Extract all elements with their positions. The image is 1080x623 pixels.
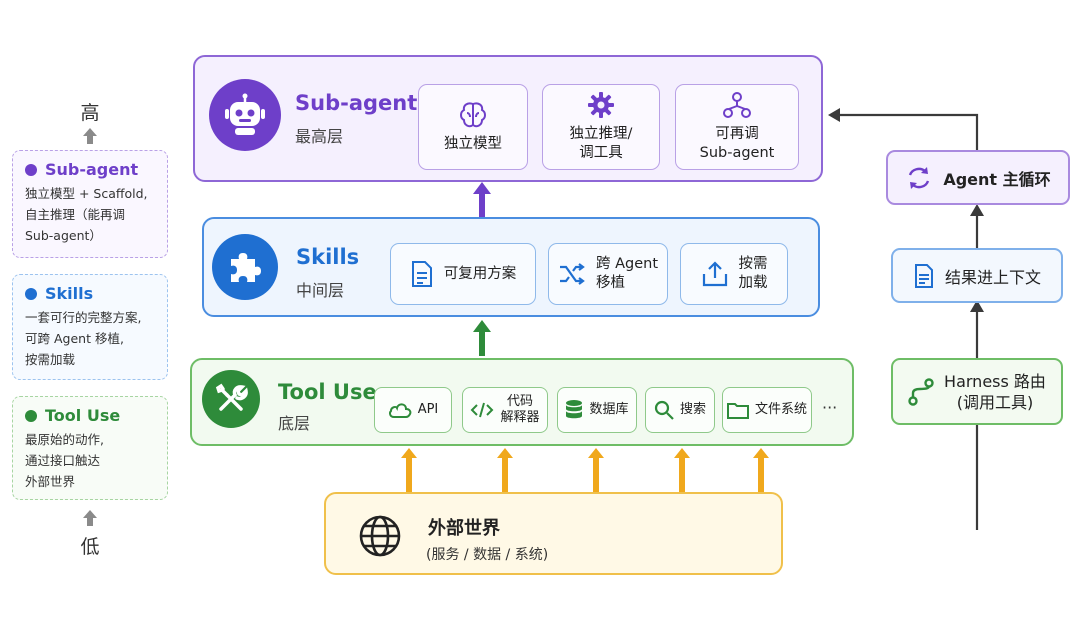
skills-subtitle: 中间层 <box>296 281 345 300</box>
gear-icon <box>588 92 614 118</box>
tool-label: 文件系统 <box>754 402 807 417</box>
up-arrow-icon <box>83 510 97 526</box>
tool-label: 搜索 <box>679 402 706 417</box>
purple-dot-icon <box>25 163 37 176</box>
sub-agent-layer: Sub-agent 最高层 独立模型 独立推理/ 调工具 可再调 Sub-age… <box>193 55 823 182</box>
globe-icon <box>359 515 401 557</box>
card-label: 可再调 Sub-agent <box>699 126 775 161</box>
upload-icon <box>702 261 727 287</box>
route-icon <box>908 377 934 406</box>
robot-icon <box>225 93 265 135</box>
tool-use-title: Tool Use <box>278 380 377 404</box>
puzzle-badge <box>212 234 278 300</box>
sub-agent-subtitle: 最高层 <box>295 127 344 146</box>
sub-agent-title: Sub-agent <box>295 91 418 115</box>
tool-label: 数据库 <box>589 402 629 417</box>
hierarchy-icon <box>723 92 751 118</box>
loop-connector-lines <box>828 108 984 530</box>
legend-description: 最原始的动作, 通过接口触达 外部世界 <box>25 432 104 489</box>
external-world-title: 外部世界 <box>428 518 500 539</box>
card-label: 独立模型 <box>444 135 502 152</box>
wrench-screwdriver-icon <box>215 383 248 411</box>
legend-title: Tool Use <box>45 406 121 425</box>
more-tools-ellipsis: ··· <box>822 398 838 417</box>
level-low-label: 低 <box>80 536 100 558</box>
legend-description: 一套可行的完整方案, 可跨 Agent 移植, 按需加载 <box>25 310 142 367</box>
agent-main-loop-label: Agent 主循环 <box>943 169 1051 189</box>
tool-api: API <box>374 387 452 433</box>
brain-icon <box>460 101 486 127</box>
document-icon <box>411 261 432 287</box>
tool-use-subtitle: 底层 <box>278 414 311 433</box>
card-label: 按需 加载 <box>738 256 768 291</box>
cloud-icon <box>388 403 412 418</box>
external-world-box: 外部世界 (服务 / 数据 / 系统) <box>324 492 783 575</box>
up-arrow-icon <box>83 128 97 144</box>
legend-title: Skills <box>45 284 94 303</box>
tool-label: API <box>417 402 439 417</box>
search-icon <box>654 400 674 420</box>
refresh-icon <box>909 166 930 189</box>
result-to-context-box: 结果进上下文 <box>891 248 1063 303</box>
legend-description: 独立模型 + Scaffold, 自主推理（能再调 Sub-agent） <box>25 186 148 243</box>
legend-skills: Skills 一套可行的完整方案, 可跨 Agent 移植, 按需加载 <box>12 274 168 380</box>
card-label: 跨 Agent 移植 <box>595 256 659 291</box>
skills-title: Skills <box>296 245 360 269</box>
skills-layer: Skills 中间层 可复用方案 跨 Agent 移植 按需 加载 <box>202 217 820 317</box>
harness-routing-box: Harness 路由 (调用工具) <box>891 358 1063 425</box>
external-world-subtitle: (服务 / 数据 / 系统) <box>426 547 549 563</box>
legend-title: Sub-agent <box>45 160 139 179</box>
up-arrow-purple <box>473 182 491 218</box>
result-to-context-label: 结果进上下文 <box>944 267 1041 287</box>
tool-label: 代码 解释器 <box>500 394 540 425</box>
card-reusable-solution: 可复用方案 <box>390 243 536 305</box>
green-dot-icon <box>25 409 37 422</box>
document-icon <box>914 263 933 288</box>
database-icon <box>566 400 583 419</box>
external-arrows <box>401 448 769 494</box>
level-high-label: 高 <box>80 102 100 124</box>
agent-main-loop-box: Agent 主循环 <box>886 150 1070 205</box>
shuffle-icon <box>559 263 585 285</box>
tool-database: 数据库 <box>557 387 637 433</box>
card-independent-model: 独立模型 <box>418 84 528 170</box>
card-label: 可复用方案 <box>443 265 517 282</box>
blue-dot-icon <box>25 287 37 300</box>
up-arrow-green <box>473 320 491 356</box>
card-cross-agent: 跨 Agent 移植 <box>548 243 668 305</box>
robot-badge <box>209 79 281 151</box>
code-icon <box>471 402 494 418</box>
tool-file-system: 文件系统 <box>722 387 812 433</box>
card-independent-reasoning: 独立推理/ 调工具 <box>542 84 660 170</box>
tool-use-layer: Tool Use 底层 API 代码 解释器 数据库 搜索 文件系统 ··· <box>190 358 854 446</box>
tool-search: 搜索 <box>645 387 715 433</box>
card-recall-sub-agent: 可再调 Sub-agent <box>675 84 799 170</box>
legend-sub-agent: Sub-agent 独立模型 + Scaffold, 自主推理（能再调 Sub-… <box>12 150 168 258</box>
tool-code-interpreter: 代码 解释器 <box>462 387 548 433</box>
card-load-on-demand: 按需 加载 <box>680 243 788 305</box>
legend-tool-use: Tool Use 最原始的动作, 通过接口触达 外部世界 <box>12 396 168 500</box>
card-label: 独立推理/ 调工具 <box>569 126 633 161</box>
puzzle-icon <box>231 253 261 282</box>
tools-badge <box>202 370 260 428</box>
harness-routing-label: Harness 路由 (调用工具) <box>944 371 1046 412</box>
folder-icon <box>726 403 749 419</box>
